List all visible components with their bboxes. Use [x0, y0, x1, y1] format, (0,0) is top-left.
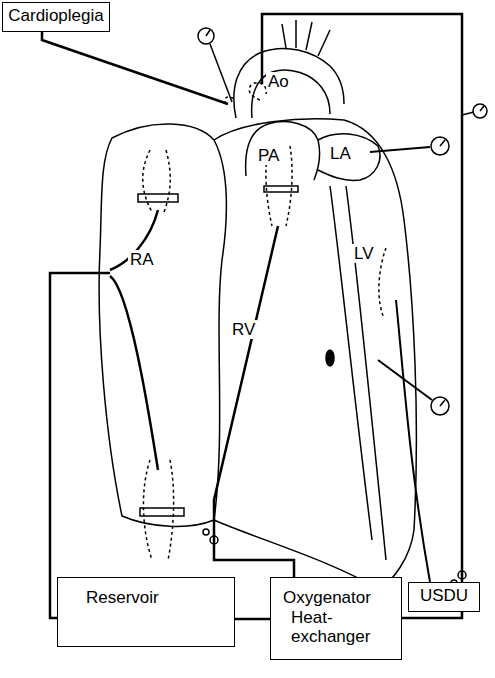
pressure-gauge	[431, 397, 449, 415]
box-text: Oxygenator	[283, 588, 389, 608]
box-text: Heat-exchanger	[291, 608, 379, 647]
tourniquet	[140, 508, 184, 516]
heart-body	[214, 119, 416, 590]
ivc-cannula	[143, 460, 173, 560]
chamber-label: LA	[328, 144, 353, 163]
pressure-gauge	[473, 104, 487, 118]
chamber-label: LV	[352, 244, 376, 263]
pressure-gauge	[431, 137, 449, 155]
pressure-gauge	[198, 28, 214, 44]
tourniquet	[264, 186, 298, 192]
box-text: USDU	[413, 586, 475, 606]
venous-line	[50, 210, 158, 618]
process-box: Cardioplegia	[2, 2, 110, 32]
groove	[330, 186, 386, 560]
pipe-connector	[235, 619, 270, 620]
right-atrium	[99, 124, 226, 526]
la-line	[370, 147, 430, 152]
aorta-inner	[252, 70, 330, 118]
process-box: USDU	[408, 582, 480, 612]
stopcock	[203, 529, 209, 535]
chamber-label: RV	[230, 320, 257, 339]
pa-line	[214, 226, 294, 577]
lv-vent	[379, 248, 386, 318]
gauge-needle	[480, 106, 484, 111]
process-box: OxygenatorHeat-exchanger	[270, 577, 402, 660]
box-text: Reservoir	[86, 588, 206, 608]
tourniquet	[138, 194, 178, 202]
aortic-cannula	[249, 83, 266, 100]
gauge-needle	[206, 30, 210, 36]
chamber-label: Ao	[266, 72, 291, 91]
stopcock	[210, 536, 218, 544]
stopcock	[458, 571, 466, 579]
gauge-lead	[462, 112, 474, 115]
gauge-needle	[440, 400, 445, 406]
arterial-line	[262, 14, 462, 618]
pulmonary-artery	[246, 122, 320, 180]
gauge-lead	[210, 44, 232, 102]
left-atrium	[318, 134, 380, 181]
box-text: Cardioplegia	[7, 6, 105, 26]
svc-cannula	[143, 150, 171, 212]
usdu-lead	[396, 300, 430, 582]
aorta	[234, 48, 344, 118]
arch-vessels	[282, 20, 330, 56]
chamber-label: RA	[128, 250, 156, 269]
cardioplegia-line	[42, 29, 228, 104]
chamber-label: PA	[256, 146, 281, 165]
process-box: Reservoir	[57, 577, 235, 647]
crystal	[326, 350, 334, 366]
gauge-needle	[440, 140, 445, 146]
